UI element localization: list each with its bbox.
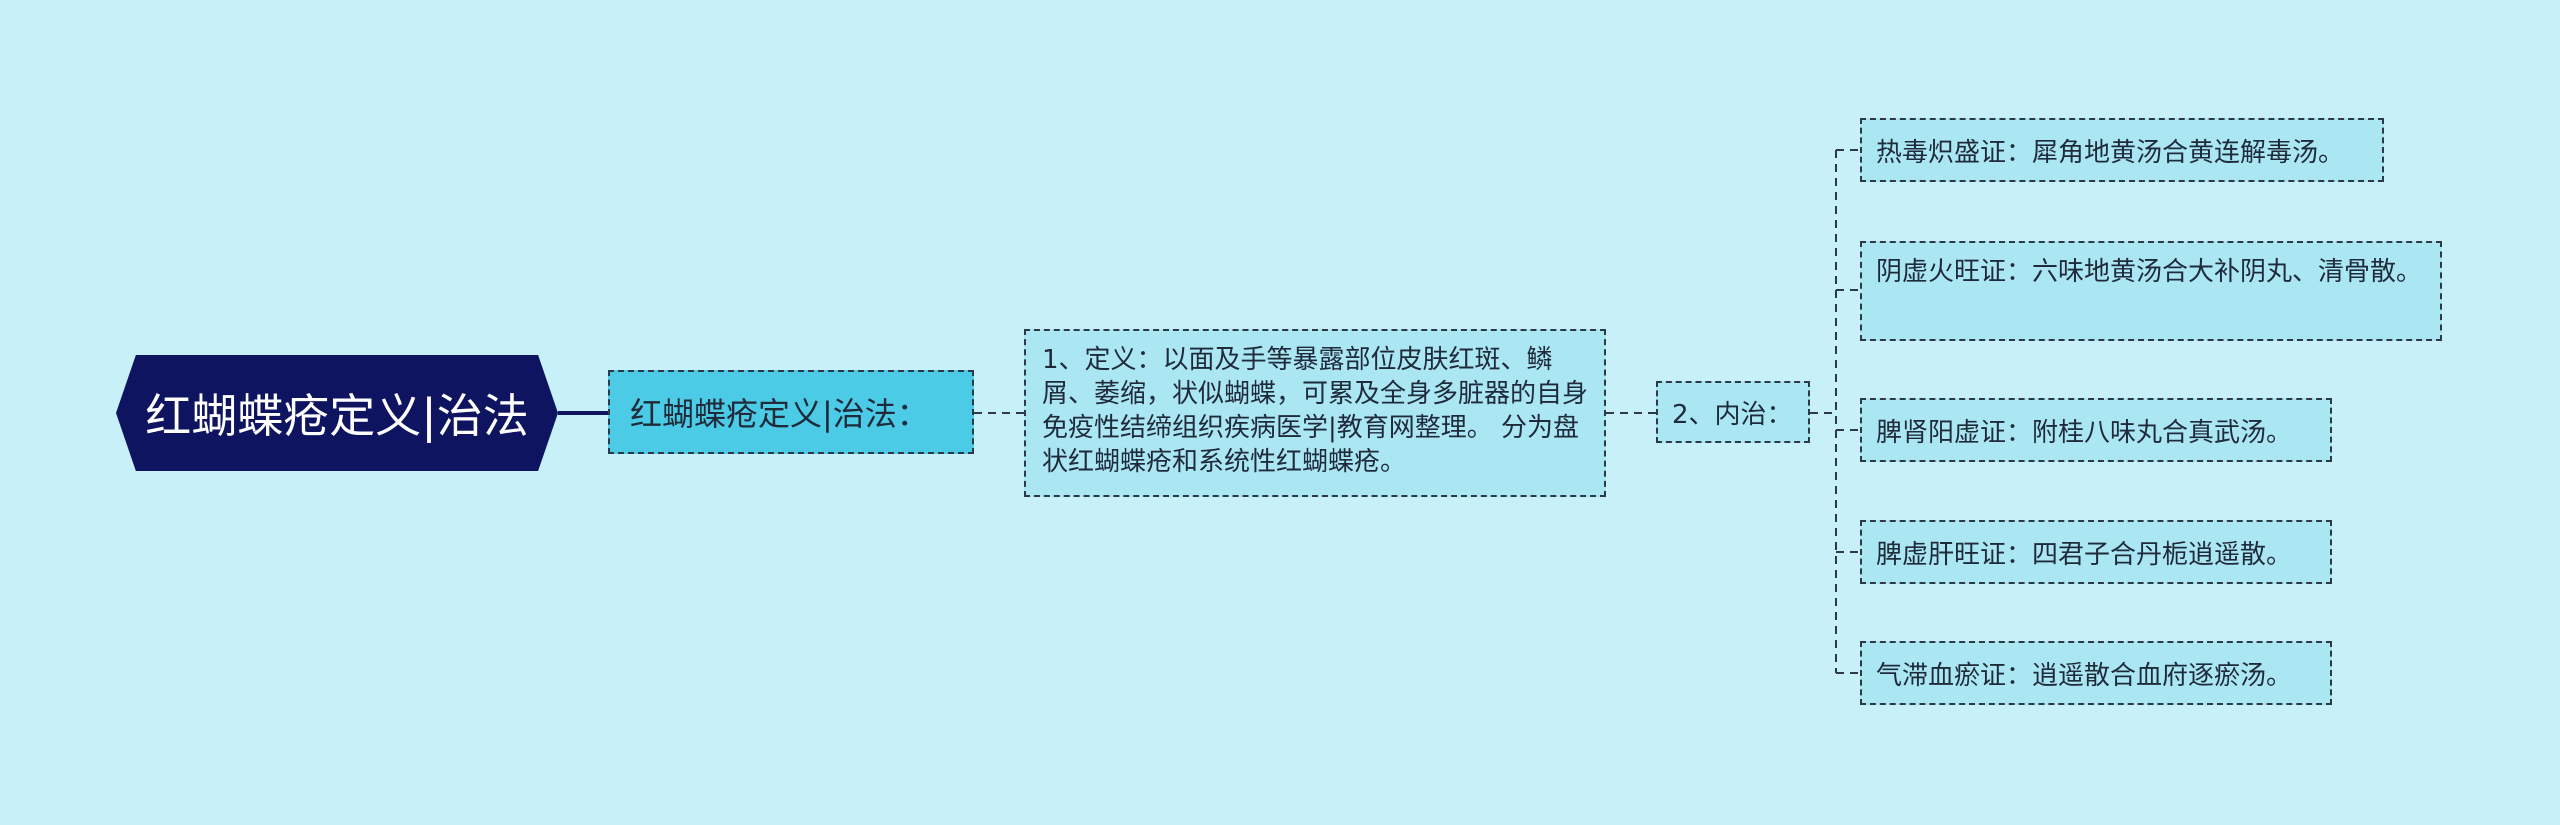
leaf-node-3-label: 脾肾阳虚证：附桂八味丸合真武汤。 (1876, 417, 2293, 448)
definition-node[interactable]: 1、定义：以面及手等暴露部位皮肤红斑、鳞屑、萎缩，状似蝴蝶，可累及全身多脏器的自… (1024, 329, 1606, 497)
root-node-label: 红蝴蝶疮定义|治法 (145, 389, 529, 443)
internal-treatment-label: 2、内治： (1672, 399, 1793, 430)
leaf-node-4-label: 脾虚肝旺证：四君子合丹栀逍遥散。 (1876, 539, 2293, 570)
leaf-node-5-label: 气滞血瘀证：逍遥散合血府逐瘀汤。 (1876, 660, 2293, 691)
leaf-node-2[interactable]: 阴虚火旺证：六味地黄汤合大补阴丸、清骨散。 (1860, 241, 2442, 341)
leaf-node-1-label: 热毒炽盛证：犀角地黄汤合黄连解毒汤。 (1876, 137, 2345, 168)
leaf-node-3[interactable]: 脾肾阳虚证：附桂八味丸合真武汤。 (1860, 398, 2332, 462)
connector-internal-leaves (1810, 149, 1860, 674)
leaf-node-5[interactable]: 气滞血瘀证：逍遥散合血府逐瘀汤。 (1860, 641, 2332, 705)
internal-treatment-node[interactable]: 2、内治： (1656, 381, 1810, 443)
level1-node-label: 红蝴蝶疮定义|治法： (630, 395, 929, 433)
root-node[interactable]: 红蝴蝶疮定义|治法 (116, 355, 558, 471)
leaf-node-4[interactable]: 脾虚肝旺证：四君子合丹栀逍遥散。 (1860, 520, 2332, 584)
leaf-node-1[interactable]: 热毒炽盛证：犀角地黄汤合黄连解毒汤。 (1860, 118, 2384, 182)
level1-node[interactable]: 红蝴蝶疮定义|治法： (608, 370, 974, 454)
definition-node-label: 1、定义：以面及手等暴露部位皮肤红斑、鳞屑、萎缩，状似蝴蝶，可累及全身多脏器的自… (1042, 345, 1589, 477)
leaf-node-2-label: 阴虚火旺证：六味地黄汤合大补阴丸、清骨散。 (1876, 257, 2423, 287)
